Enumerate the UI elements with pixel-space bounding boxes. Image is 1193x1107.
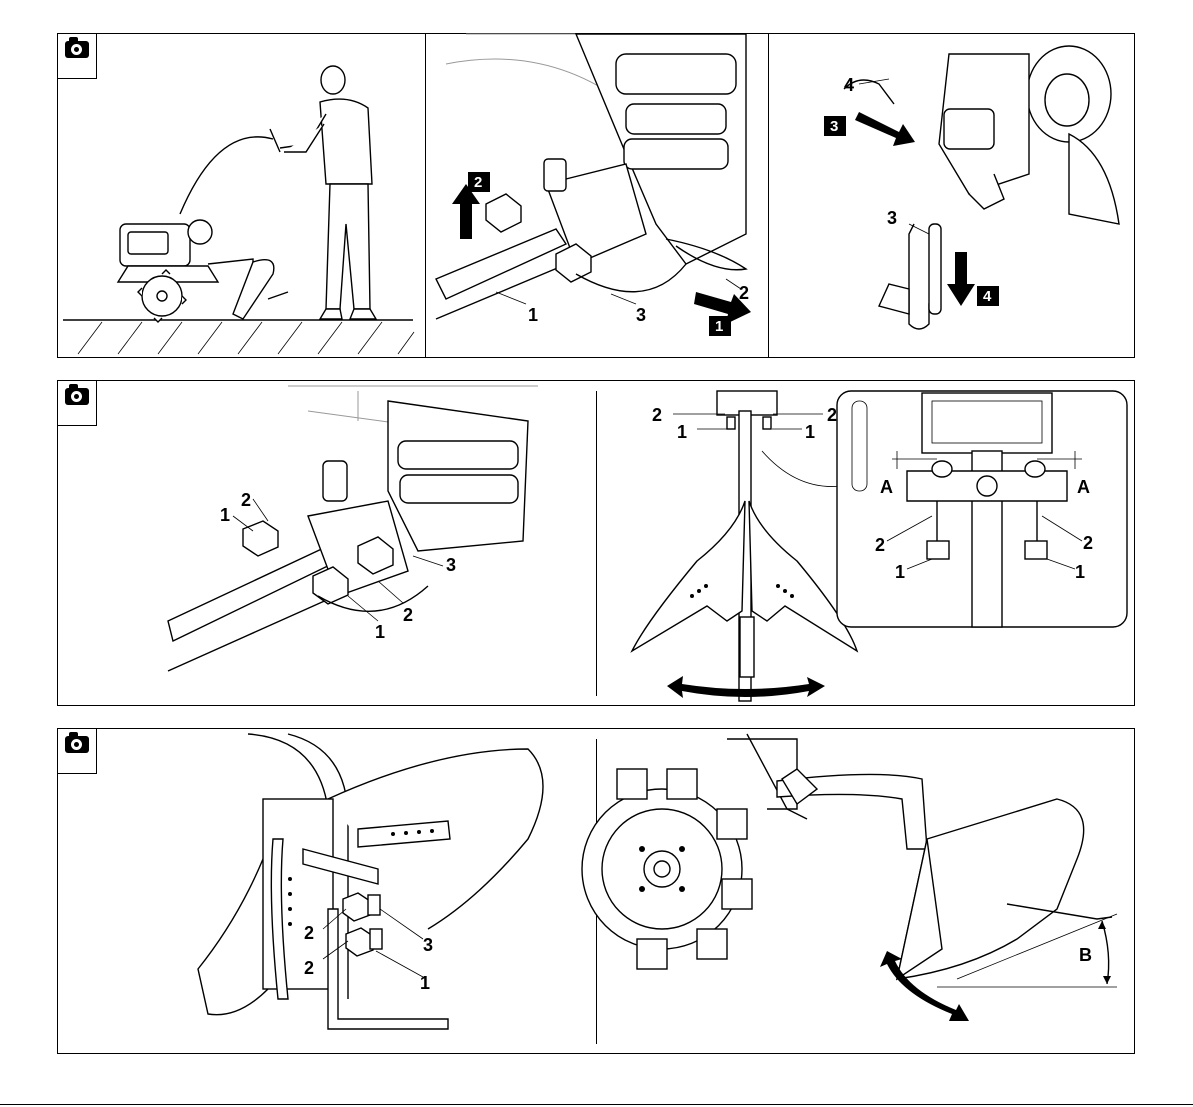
page-bottom-rule: [0, 1104, 1193, 1105]
operator-figure: [280, 66, 376, 319]
svg-text:4: 4: [983, 288, 992, 305]
callout-label: 1: [375, 622, 385, 642]
callout-label: 3: [887, 208, 897, 228]
figure-panel-2: 1 2 1 2 3 2 2 1 1: [57, 380, 1135, 706]
callout-label: 3: [446, 555, 456, 575]
callout-label: 2: [1083, 533, 1093, 553]
angle-dimension-arrow: [1102, 921, 1109, 984]
plough-angle-illustration: B: [597, 729, 1135, 1053]
hitch-bolts-illustration: 1 2 1 2 3: [58, 381, 596, 705]
callout-label: 2: [875, 535, 885, 555]
plough-mounting-illustration: 2 2 3 1: [58, 729, 596, 1053]
callout-label: 3: [423, 935, 433, 955]
callout-label: 2: [304, 923, 314, 943]
callout-label: 2: [739, 283, 749, 303]
callout-label: 2: [652, 405, 662, 425]
hitch-pin-removal-illustration: 2 1 1 3 2: [426, 34, 768, 357]
callout-label: 2: [304, 958, 314, 978]
callout-label: 3: [636, 305, 646, 325]
callout-label: 2: [403, 605, 413, 625]
callout-label: 1: [895, 562, 905, 582]
svg-text:3: 3: [830, 118, 838, 135]
callout-label: 4: [844, 75, 854, 95]
callout-label: 1: [805, 422, 815, 442]
callout-label: 2: [827, 405, 837, 425]
up-arrow-icon: [452, 184, 480, 239]
figure-panel-1: 2 1 1 3 2 3 4 4: [57, 33, 1135, 358]
callout-label: A: [880, 477, 893, 497]
callout-label: 2: [241, 490, 251, 510]
callout-label: 1: [677, 422, 687, 442]
hitch-pin-insertion-illustration: 3 4 4 3: [769, 34, 1135, 357]
svg-text:2: 2: [474, 174, 482, 191]
tine-wheel: [582, 769, 752, 969]
callout-label: B: [1079, 945, 1092, 965]
figure-panel-3: 2 2 3 1: [57, 728, 1135, 1054]
diagonal-arrow-icon: [855, 112, 915, 146]
callout-label: 1: [528, 305, 538, 325]
detail-magnification-box: [837, 391, 1127, 627]
callout-label: A: [1077, 477, 1090, 497]
tiller-engine: [120, 220, 212, 266]
down-arrow-icon: [947, 252, 975, 306]
svg-text:1: 1: [715, 318, 723, 335]
callout-label: 1: [220, 505, 230, 525]
operator-with-tiller-illustration: [58, 34, 425, 357]
callout-label: 1: [420, 973, 430, 993]
callout-label: 1: [1075, 562, 1085, 582]
ridger-adjustment-illustration: 2 2 1 1 A A: [597, 381, 1135, 705]
